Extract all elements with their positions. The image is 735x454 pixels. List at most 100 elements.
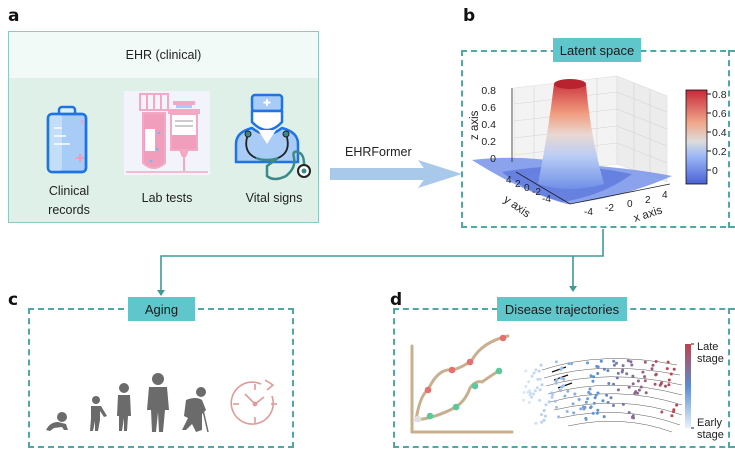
scatter-point — [553, 399, 557, 403]
panel-letter-b: b — [463, 6, 476, 26]
scatter-point — [615, 376, 619, 380]
scatter-point — [616, 371, 620, 375]
scatter-point — [589, 374, 593, 378]
scatter-point — [665, 367, 669, 371]
scatter-point — [571, 402, 575, 406]
arrowhead-disease-icon — [569, 286, 577, 292]
colorbar-tick: 0.8 — [712, 89, 727, 101]
x-axis-label: x axis — [632, 204, 664, 225]
scatter-point — [627, 385, 631, 389]
scatter-point — [540, 383, 544, 387]
scatter-point — [524, 369, 528, 373]
scatter-point — [606, 401, 610, 404]
scatter-point — [644, 391, 648, 395]
late-stage-label: Late — [697, 341, 718, 353]
z-axis-ticks: 0.8 0.6 0.4 0.2 0 — [481, 85, 496, 165]
scatter-point — [528, 393, 532, 397]
scatter-point — [637, 388, 641, 392]
scatter-point — [533, 389, 537, 393]
colorbar-tick: 0.6 — [712, 108, 727, 120]
scatter-point — [639, 385, 643, 389]
scatter-point — [666, 360, 670, 364]
scatter-point — [583, 405, 587, 409]
scatter-point — [634, 390, 638, 394]
x-tick: 0 — [627, 199, 633, 210]
scatter-point — [653, 382, 657, 386]
adult-icon — [147, 373, 169, 432]
scatter-point — [567, 362, 571, 366]
scatter-point — [599, 359, 603, 363]
scatter-points — [522, 359, 679, 425]
scatter-point — [559, 376, 563, 380]
scatter-point — [543, 414, 547, 418]
scatter-point — [542, 409, 546, 412]
scatter-point — [562, 377, 566, 381]
latent-surface-plot: 0.8 0.6 0.4 0.2 0 z axis 4 2 0 -2 -4 y a… — [469, 75, 727, 225]
scatter-point — [577, 398, 581, 401]
scatter-point — [643, 379, 647, 383]
scatter-point — [572, 411, 576, 415]
scatter-point — [566, 389, 570, 393]
scatter-point — [534, 368, 538, 372]
scatter-point — [554, 360, 558, 364]
z-axis-label: z axis — [469, 110, 481, 140]
panel-letter-d: d — [390, 290, 403, 310]
disease-trajectories-tag: Disease trajectories — [497, 297, 627, 321]
scatter-point — [675, 403, 679, 407]
scatter-point — [654, 373, 658, 377]
streamline-scatter-plot — [522, 358, 683, 433]
scatter-point — [592, 401, 596, 405]
scatter-point — [565, 410, 569, 413]
lab-tests-label: Lab tests — [141, 191, 193, 205]
early-trajectory — [414, 368, 502, 422]
scatter-point — [527, 380, 531, 384]
scatter-point — [586, 397, 590, 401]
colorbar-tick: 0.2 — [712, 146, 727, 158]
latent-space-tag: Latent space — [553, 38, 641, 62]
scatter-point — [534, 421, 538, 425]
scatter-point — [612, 363, 616, 367]
x-tick: -2 — [605, 203, 614, 214]
stage-gradient — [685, 344, 691, 428]
scatter-point — [527, 389, 531, 393]
scatter-point — [586, 361, 589, 365]
vital-signs-label: Vital signs — [245, 191, 303, 205]
scatter-point — [669, 372, 673, 376]
scatter-point — [589, 405, 593, 409]
scatter-point — [555, 378, 559, 381]
scatter-point — [555, 405, 558, 409]
scatter-point — [631, 374, 635, 378]
x-axis-ticks: -4 -2 0 2 4 — [584, 190, 668, 218]
scatter-point — [532, 371, 536, 375]
scatter-point — [651, 363, 655, 367]
scatter-point — [536, 377, 540, 381]
scatter-point — [594, 393, 598, 397]
late-points — [424, 334, 507, 394]
aging-illustration — [46, 373, 277, 433]
scatter-point — [595, 364, 599, 368]
scatter-point — [596, 372, 600, 375]
scatter-point — [612, 382, 615, 386]
ehrformer-arrow-icon — [330, 160, 462, 188]
scatter-point — [530, 374, 534, 378]
side-pane — [616, 75, 668, 183]
z-tick: 0.8 — [481, 85, 496, 97]
scatter-point — [538, 398, 542, 402]
scatter-point — [596, 391, 600, 395]
scatter-point — [560, 385, 564, 389]
colorbar-tick: 0.4 — [712, 127, 727, 139]
scatter-point — [560, 366, 564, 370]
streamlines — [541, 358, 683, 433]
scatter-point — [607, 382, 611, 385]
scatter-point — [615, 361, 618, 365]
scatter-point — [595, 411, 599, 415]
scatter-point — [591, 411, 595, 415]
x-tick: 4 — [662, 190, 668, 201]
scatter-point — [631, 382, 635, 386]
scatter-point — [621, 402, 625, 406]
scatter-point — [627, 411, 631, 414]
lab-tube-syringe-icon — [124, 91, 210, 175]
scatter-point — [537, 369, 541, 373]
late-stage-label-2: stage — [697, 353, 724, 365]
colorbar-tick: 0 — [712, 165, 718, 177]
